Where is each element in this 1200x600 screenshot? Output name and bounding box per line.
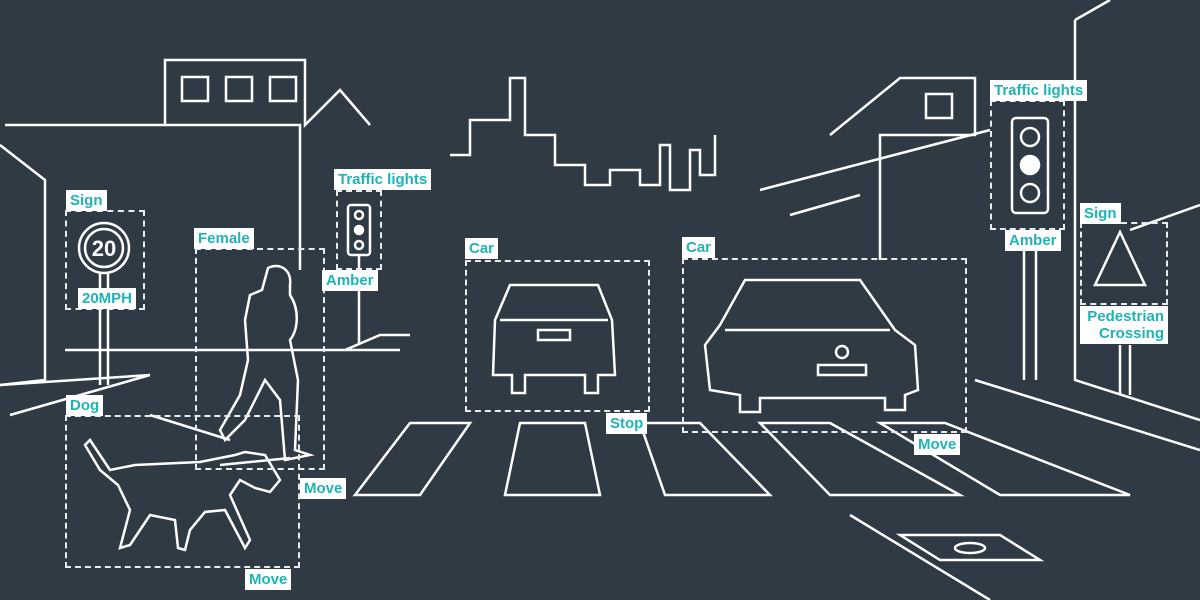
pedestrian-crossing-sign <box>1093 229 1147 395</box>
dog-bounding-box <box>65 415 300 568</box>
car-right-bounding-box <box>682 258 967 433</box>
car-rear <box>491 283 617 395</box>
sign-bounding-box <box>65 210 145 310</box>
left-buildings <box>0 58 400 417</box>
traffic-light-right <box>1010 116 1050 380</box>
label-traffic-lights-right: Traffic lights <box>990 80 1088 101</box>
dog-figure <box>83 438 291 552</box>
sign-right-bounding-box <box>1080 222 1168 305</box>
car-front <box>703 278 920 414</box>
traffic-light-left <box>344 203 410 352</box>
label-move-car: Move <box>914 434 961 455</box>
right-buildings <box>759 0 1200 452</box>
label-car-left: Car <box>465 238 499 259</box>
label-amber-right: Amber <box>1005 230 1061 251</box>
label-move-female: Move <box>300 478 347 499</box>
label-sign-right: Sign <box>1080 203 1121 224</box>
label-stop: Stop <box>606 413 648 434</box>
label-car-right: Car <box>682 237 716 258</box>
female-bounding-box <box>195 248 325 470</box>
traffic-light-right-bounding-box <box>990 100 1065 230</box>
crosswalk <box>149 413 1131 600</box>
speed-sign-number: 20 <box>92 236 116 261</box>
label-traffic-lights-left: Traffic lights <box>334 169 432 190</box>
label-dog: Dog <box>66 395 104 416</box>
traffic-light-left-bounding-box <box>336 190 382 270</box>
label-female: Female <box>194 228 254 249</box>
woman-figure <box>218 264 315 462</box>
label-pedestrian-crossing: Pedestrian Crossing <box>1080 306 1168 344</box>
label-move-dog: Move <box>245 569 292 590</box>
label-sign: Sign <box>66 190 107 211</box>
skyline <box>450 76 717 192</box>
label-amber-left: Amber <box>322 270 378 291</box>
car-left-bounding-box <box>465 260 650 412</box>
label-20mph: 20MPH <box>78 288 137 309</box>
